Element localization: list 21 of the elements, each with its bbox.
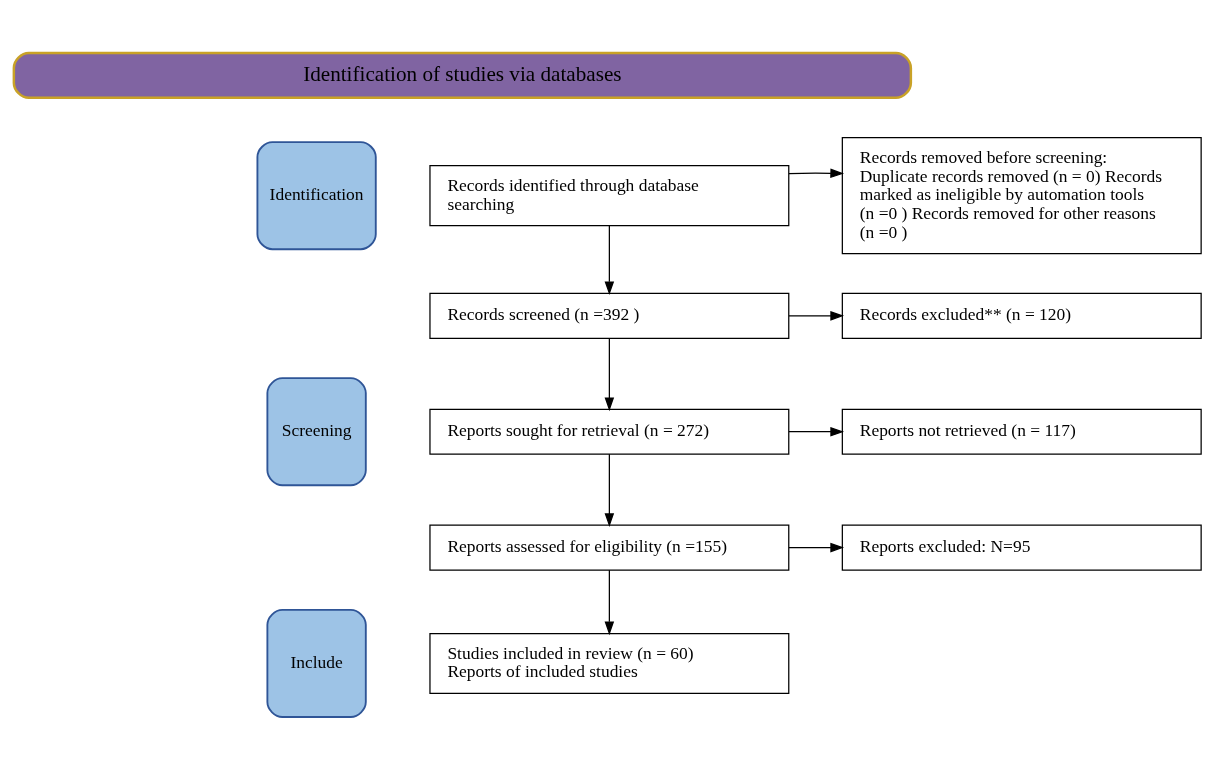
arrow xyxy=(604,453,615,527)
node-box: Reports assessed for eligibility (n =155) xyxy=(429,524,790,571)
node-box: Records excluded** (n = 120) xyxy=(841,292,1202,339)
node-box: Reports sought for retrieval (n = 272) xyxy=(429,408,790,455)
arrow xyxy=(788,311,845,321)
node-box: Reports not retrieved (n = 117) xyxy=(841,408,1202,455)
node-box: Studies included in review (n = 60) Reports of included studies xyxy=(429,632,790,694)
arrow xyxy=(788,426,845,437)
arrow xyxy=(788,542,845,553)
node-box: Identification of studies via databases xyxy=(12,51,913,100)
node-box: Reports excluded: N=95 xyxy=(841,524,1202,571)
node-box: Records screened (n =392 ) xyxy=(429,292,790,339)
node-box: Identification xyxy=(256,141,377,251)
arrow xyxy=(604,337,615,412)
arrow xyxy=(788,168,845,179)
node-box: Screening xyxy=(266,377,367,487)
node-box: Records removed before screening: Duplicate records removed (n = 0) Records marked as ineligible by automation tools (n =0 ) Records removed for other reasons (n =0 ) xyxy=(841,137,1202,255)
arrow xyxy=(604,225,615,296)
node-box: Include xyxy=(266,608,367,718)
arrow xyxy=(604,569,615,636)
node-box: Records identified through database searching xyxy=(429,165,790,227)
